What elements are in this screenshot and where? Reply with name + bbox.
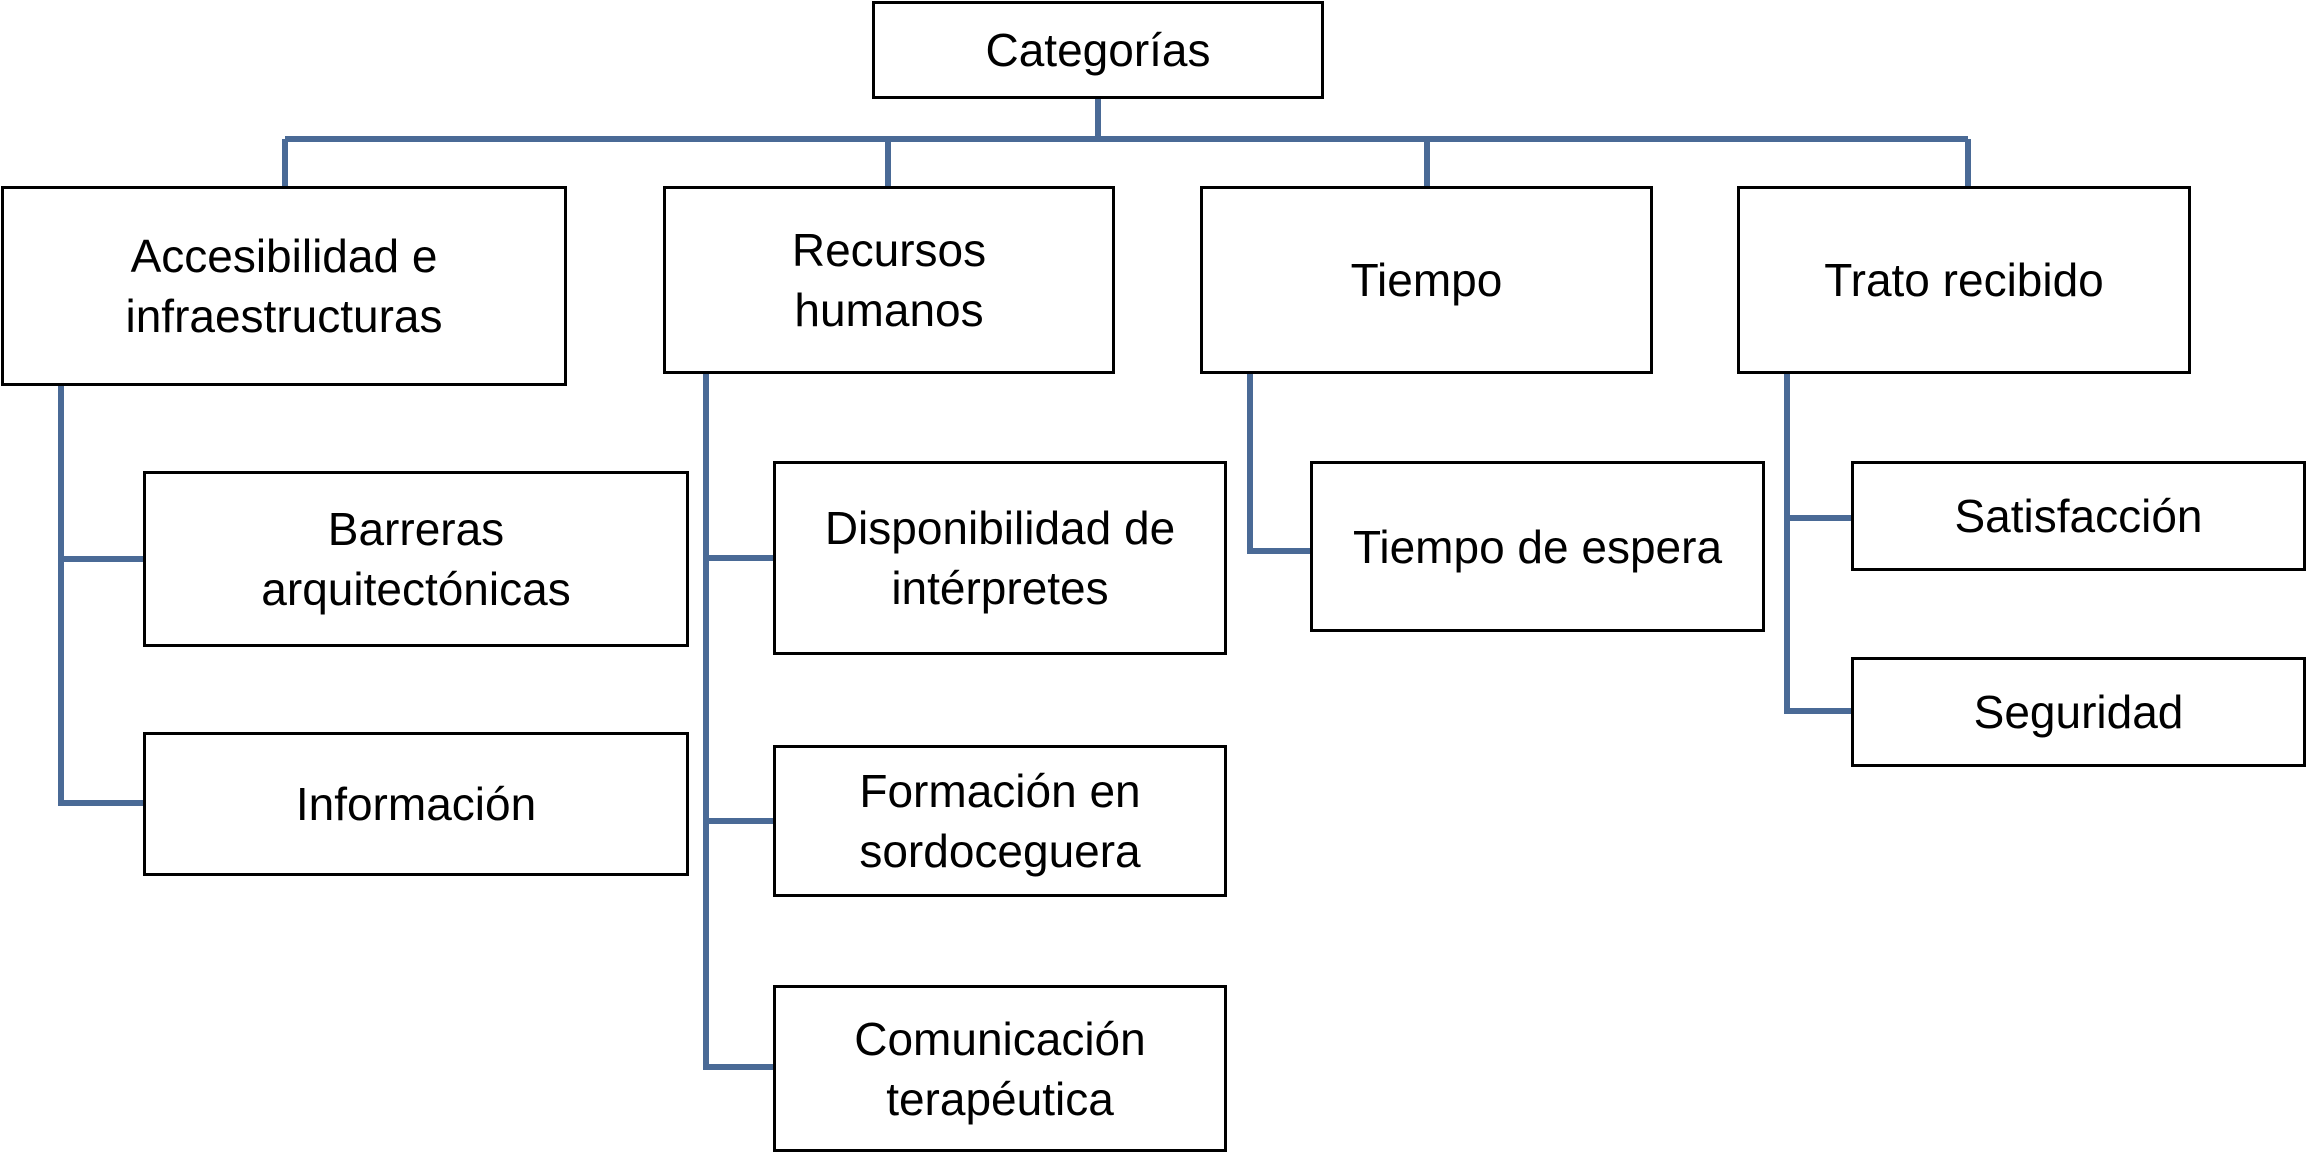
subcategory-node-formacion: Formación en sordoceguera: [773, 745, 1227, 897]
subcategory-node-satisfaccion: Satisfacción: [1851, 461, 2306, 571]
root-node: Categorías: [872, 1, 1324, 99]
subcategory-node-seguridad: Seguridad: [1851, 657, 2306, 767]
subcategory-node-comunicacion: Comunicación terapéutica: [773, 985, 1227, 1152]
connector-branch-trato: [1784, 372, 1852, 714]
subcategory-node-informacion: Información: [143, 732, 689, 876]
connector-branch-tiempo: [1247, 372, 1311, 554]
connector-branch-accesibilidad: [58, 385, 144, 806]
category-node-tiempo: Tiempo: [1200, 186, 1653, 374]
category-node-trato-recibido: Trato recibido: [1737, 186, 2191, 374]
subcategory-node-disponibilidad: Disponibilidad de intérpretes: [773, 461, 1227, 655]
connector-branch-recursos: [703, 372, 774, 1070]
category-node-recursos-humanos: Recursos humanos: [663, 186, 1115, 374]
category-node-accesibilidad: Accesibilidad e infraestructuras: [1, 186, 567, 386]
subcategory-node-barreras: Barreras arquitectónicas: [143, 471, 689, 647]
subcategory-node-tiempo-espera: Tiempo de espera: [1310, 461, 1765, 632]
